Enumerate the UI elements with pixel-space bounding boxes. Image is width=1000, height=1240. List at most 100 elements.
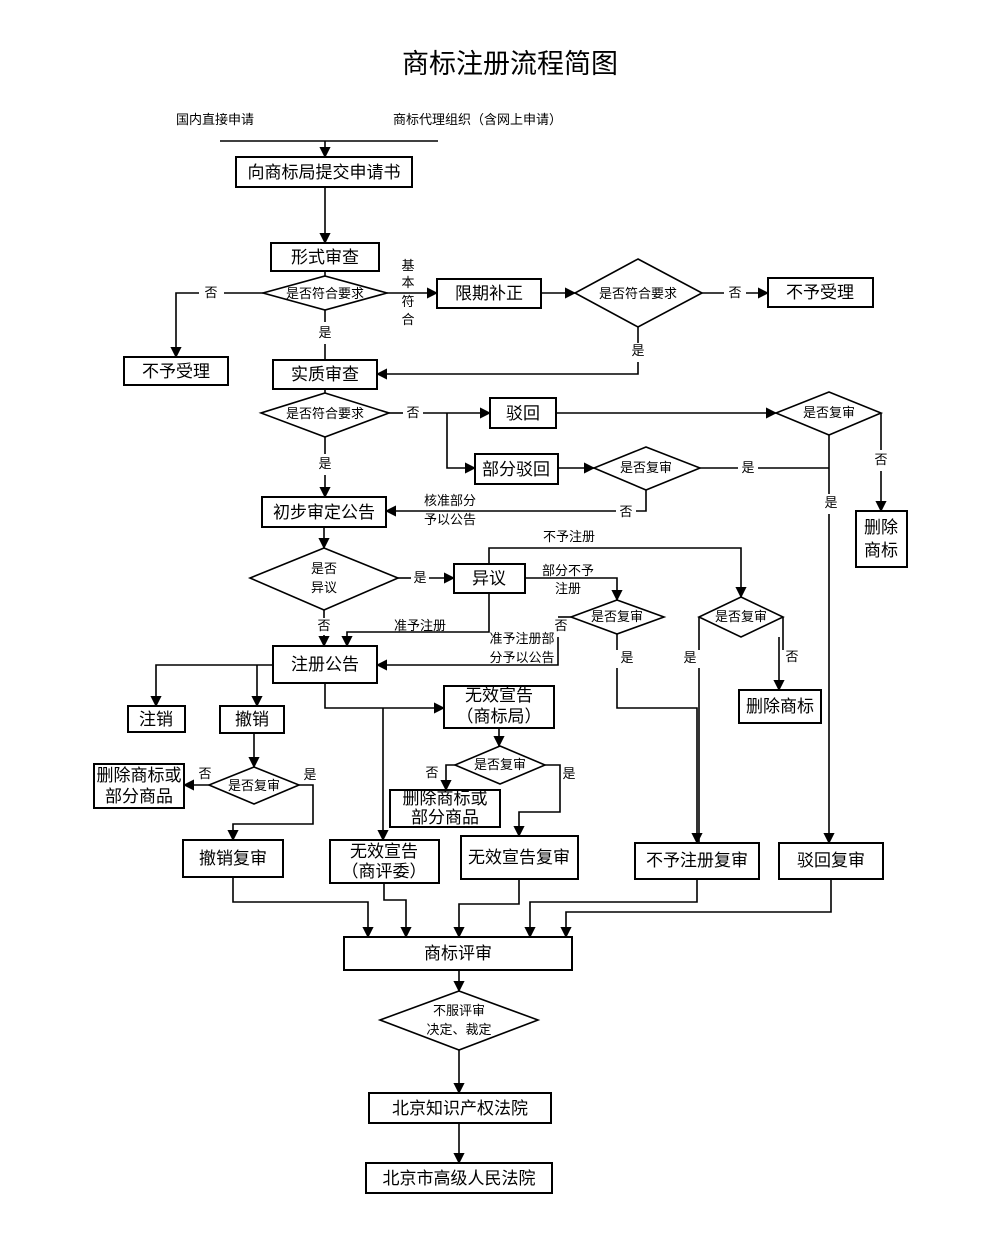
edge-d7-no-b — [375, 637, 559, 671]
node-trab-label: 商标评审 — [424, 944, 492, 964]
node-revoke: 撤销 — [219, 705, 285, 734]
node-delete-partial-2: 删除商标或 部分商品 — [389, 789, 501, 828]
edge-invalid-trab-trab — [383, 883, 412, 939]
decision-meets-req-3: 是否符合要求 — [258, 392, 392, 438]
node-prelim-notice: 初步审定公告 — [261, 496, 387, 528]
node-objection: 异议 — [453, 563, 526, 594]
edge-no-register-review-trab — [524, 879, 698, 939]
node-reject-2-label: 不予受理 — [786, 283, 854, 303]
decision-review-1-label: 是否复审 — [803, 406, 855, 421]
node-high-court: 北京市高级人民法院 — [365, 1162, 553, 1194]
node-delete-mark-1-label-1: 删除 — [864, 518, 898, 538]
edge-rebut-review-trab — [560, 879, 832, 939]
page-title: 商标注册流程简图 — [402, 49, 618, 80]
decision-review-6-label: 是否复审 — [474, 758, 526, 773]
node-invalid-tmo-label-2: （商标局） — [457, 707, 542, 727]
edge-d5-no-label: 否 — [619, 505, 632, 520]
node-invalid-review: 无效宣告复审 — [460, 835, 579, 880]
node-ip-court: 北京知识产权法院 — [368, 1092, 552, 1124]
edge-d2-yes-b — [375, 362, 639, 380]
decision-objection: 是否 异议 — [247, 547, 401, 611]
edge-revoke-review-trab — [232, 877, 374, 939]
node-substantive-review-label: 实质审查 — [291, 365, 359, 385]
edge-approve-partial-reg-label-1: 准予注册部 — [489, 632, 554, 647]
node-invalid-trab-label-1: 无效宣告 — [350, 842, 418, 862]
edge-d4-no-label: 否 — [874, 453, 887, 468]
edge-d7-yes-label: 是 — [620, 651, 633, 666]
decision-meets-req-1-label: 是否符合要求 — [286, 286, 364, 302]
edge-d6-no-label: 否 — [317, 619, 330, 634]
edge-d8-no-label: 否 — [785, 650, 798, 665]
node-delete-partial-1: 删除商标或 部分商品 — [93, 763, 185, 809]
decision-review-5: 是否复审 — [206, 766, 302, 805]
edge-d4-yes-label: 是 — [824, 496, 837, 511]
node-invalid-trab: 无效宣告 （商评委） — [329, 839, 440, 884]
node-high-court-label: 北京市高级人民法院 — [383, 1169, 536, 1189]
edge-basic-label-3: 符 — [401, 294, 414, 310]
edge-d1-no-b — [170, 292, 199, 359]
decision-objection-label-1: 是否 — [311, 562, 337, 577]
edge-objection-no-register — [488, 547, 747, 599]
node-rebut-review: 驳回复审 — [778, 842, 884, 880]
node-submit: 向商标局提交申请书 — [235, 156, 413, 188]
node-register-notice-label: 注册公告 — [291, 655, 359, 675]
node-delete-partial-1-label-1: 删除商标或 — [97, 766, 182, 786]
edge-d3-yes-label: 是 — [318, 457, 331, 472]
node-delete-partial-2-label-2: 部分商品 — [411, 808, 479, 828]
decision-review-6: 是否复审 — [452, 745, 548, 785]
node-rebut: 驳回 — [489, 397, 557, 429]
decision-review-2: 是否复审 — [591, 446, 703, 491]
source-domestic: 国内直接申请 — [176, 112, 254, 128]
node-revoke-label: 撤销 — [235, 710, 269, 730]
node-no-register-review-label: 不予注册复审 — [646, 851, 748, 871]
decision-review-4-label: 是否复审 — [715, 610, 767, 625]
edge-partial-no-register-label-2: 注册 — [555, 582, 581, 597]
edge-d10-yes — [513, 764, 561, 838]
node-rebut-label: 驳回 — [506, 404, 540, 424]
edge-d10-yes-label: 是 — [562, 767, 575, 782]
node-delete-partial-2-label-1: 删除商标或 — [403, 789, 488, 809]
node-correction-label: 限期补正 — [455, 284, 523, 304]
node-delete-mark-2: 删除商标 — [738, 689, 822, 724]
edge-d5-yes-label: 是 — [741, 461, 754, 476]
node-cancel: 注销 — [127, 705, 186, 733]
decision-meets-req-3-label: 是否符合要求 — [286, 406, 364, 422]
edge-d6-yes-label: 是 — [413, 571, 426, 586]
edge-d1-no-label: 否 — [204, 286, 217, 301]
edge-d5-no-a — [636, 490, 647, 512]
decision-review-1: 是否复审 — [773, 391, 884, 436]
decision-review-3-label: 是否复审 — [591, 610, 643, 625]
edge-objection-approve — [341, 593, 490, 648]
node-invalid-tmo: 无效宣告 （商标局） — [443, 685, 555, 729]
node-objection-label: 异议 — [472, 569, 506, 589]
decision-review-2-label: 是否复审 — [620, 461, 672, 476]
edge-register-invalid-tmo — [324, 683, 446, 714]
decision-disagree-label-2: 决定、裁定 — [426, 1022, 491, 1038]
decision-objection-label-2: 异议 — [311, 581, 337, 596]
decision-meets-req-2-label: 是否符合要求 — [599, 286, 677, 302]
node-invalid-trab-label-2: （商评委） — [342, 862, 427, 882]
edge-approve-partial-reg-label-2: 分予以公告 — [489, 651, 554, 666]
decision-meets-req-1: 是否符合要求 — [259, 275, 391, 311]
edge-register-cancel — [150, 664, 273, 708]
node-ip-court-label: 北京知识产权法院 — [392, 1099, 528, 1119]
node-rebut-review-label: 驳回复审 — [797, 851, 865, 871]
edge-d2-no-label: 否 — [728, 286, 741, 301]
edge-invalid-review-trab — [453, 879, 520, 939]
edge-approve-partial-label-1: 核准部分 — [424, 494, 476, 509]
edge-basic-label-1: 基 — [401, 259, 414, 274]
edge-approve-register-label: 准予注册 — [394, 619, 446, 634]
edge-d8-yes-label: 是 — [683, 651, 696, 666]
node-delete-partial-1-label-2: 部分商品 — [105, 787, 173, 807]
edge-no-register-label: 不予注册 — [543, 530, 595, 545]
edge-d9-no-label: 否 — [198, 767, 211, 782]
node-delete-mark-2-label: 删除商标 — [746, 697, 814, 717]
node-trab: 商标评审 — [343, 936, 573, 971]
edge-d9-yes-label: 是 — [303, 768, 316, 783]
decision-disagree: 不服评审 决定、裁定 — [377, 990, 541, 1051]
node-cancel-label: 注销 — [139, 710, 173, 730]
edge-basic-label-2: 本 — [401, 276, 414, 291]
edge-objection-partial — [525, 577, 623, 602]
node-revoke-review-label: 撤销复审 — [199, 849, 267, 869]
